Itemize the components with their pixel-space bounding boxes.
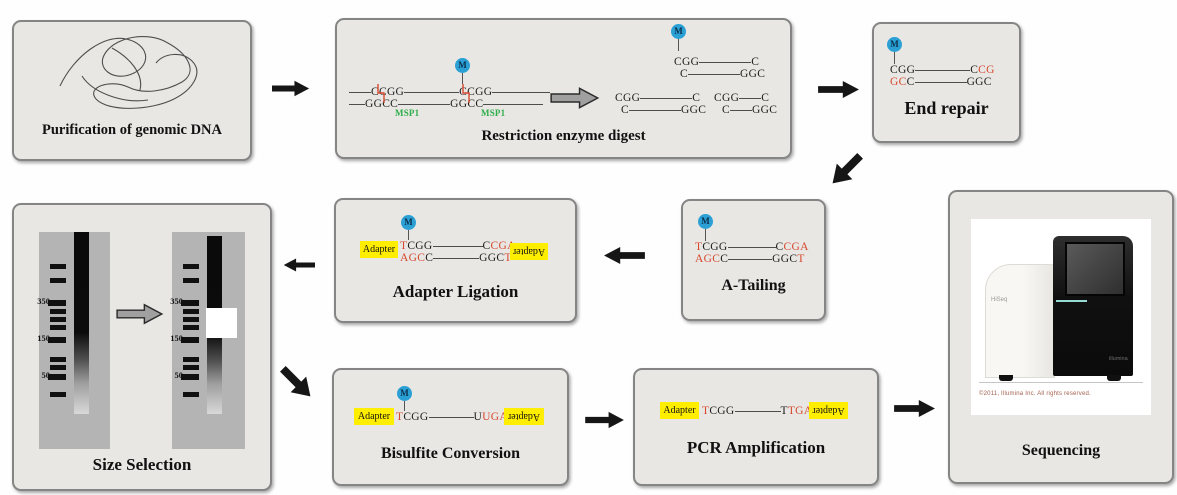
- status-light-bar: [1056, 300, 1087, 302]
- dna-seq: GGCC: [450, 98, 484, 110]
- marker-label: 50: [174, 370, 184, 380]
- arrow-sizeselection-to-bisulfite: [275, 361, 319, 405]
- excised-band-cutout: [206, 308, 237, 338]
- dna-seq: CCGG: [371, 86, 405, 98]
- enzyme-label: MSP1: [395, 108, 420, 118]
- genomic-dna-tangle-icon: [59, 36, 198, 109]
- adapter-tag: Adapter: [354, 408, 394, 425]
- marker-label: 350: [170, 296, 183, 306]
- cut-site-icon: [462, 84, 470, 103]
- sequencer-photo: HiSeq illumina ©2011, Illumina Inc. All …: [971, 219, 1151, 415]
- dna-strand-bottom: GGCC GGCC: [349, 98, 544, 110]
- arrow-atailing-to-ligation: [602, 246, 646, 265]
- gel-image-before: 350 150 50: [37, 232, 110, 449]
- step-title: Restriction enzyme digest: [481, 128, 646, 144]
- machine-foot: [1107, 375, 1121, 381]
- sequencer-screen: [1065, 242, 1125, 296]
- arrow-pcr-to-sequencing: [893, 399, 937, 418]
- methyl-mark-icon: M: [671, 24, 686, 51]
- sequencer-right-unit: illumina: [1053, 236, 1133, 376]
- methyl-mark-icon: M: [397, 386, 412, 411]
- methyl-mark-icon: M: [698, 214, 713, 241]
- step-sizeselection-box: 350 150 50 350 150 50 Size Selection: [12, 203, 272, 491]
- methyl-mark-icon: M: [455, 58, 470, 84]
- step-purification-box: Purification of genomic DNA: [12, 20, 252, 161]
- arrow-purification-to-restriction: [272, 79, 310, 98]
- machine-model-label: HiSeq: [991, 297, 1008, 303]
- gel-image-after: 350 150 50: [170, 232, 245, 449]
- marker-label: 150: [37, 333, 50, 343]
- marker-label: 150: [170, 333, 183, 343]
- dna-strand-top: CCGG CCGG: [349, 86, 551, 98]
- sequencer-left-unit: HiSeq: [985, 264, 1055, 378]
- arrow-restriction-to-endrepair: [817, 80, 861, 99]
- dna-seq: GGCC: [365, 98, 399, 110]
- arrow-ligation-to-sizeselection: [283, 257, 315, 273]
- adapter-tag: Adapter: [510, 243, 548, 260]
- step-title: End repair: [904, 98, 989, 118]
- marker-label: 350: [37, 296, 50, 306]
- arrow-bisulfite-to-pcr: [585, 411, 625, 429]
- marker-label: 50: [41, 370, 51, 380]
- step-title: Adapter Ligation: [392, 282, 519, 301]
- machine-foot: [999, 375, 1013, 381]
- methyl-mark-icon: M: [887, 37, 902, 64]
- dna-seq: CCGG: [459, 86, 493, 98]
- selection-arrow-icon: [116, 301, 164, 327]
- step-restriction-box: CCGG CCGG GGCC GGCC MSP1 MSP1 M: [335, 18, 792, 159]
- adapter-tag: Adapter: [660, 402, 699, 419]
- step-title: A-Tailing: [721, 277, 786, 294]
- floor-shadow: [979, 382, 1143, 383]
- photo-copyright-caption: ©2011, Illumina Inc. All rights reserved…: [979, 391, 1091, 397]
- step-title: Sequencing: [1021, 442, 1101, 459]
- brand-label: illumina: [1109, 356, 1128, 362]
- gel-smear-lane: [74, 232, 89, 414]
- enzyme-label: MSP1: [481, 108, 506, 118]
- step-title: Size Selection: [92, 455, 192, 474]
- step-title: Purification of genomic DNA: [41, 122, 222, 138]
- step-title: Bisulfite Conversion: [380, 445, 521, 462]
- adapter-tag: Adapter: [504, 408, 544, 425]
- step-sequencing-box: HiSeq illumina ©2011, Illumina Inc. All …: [948, 190, 1174, 484]
- step-title: PCR Amplification: [686, 438, 826, 457]
- digest-arrow-icon: [550, 86, 600, 110]
- methyl-mark-icon: M: [401, 215, 416, 240]
- adapter-tag: Adapter: [809, 402, 848, 419]
- adapter-tag: Adapter: [360, 241, 398, 258]
- cut-site-icon: [377, 84, 385, 103]
- arrow-endrepair-to-atailing: [824, 148, 868, 192]
